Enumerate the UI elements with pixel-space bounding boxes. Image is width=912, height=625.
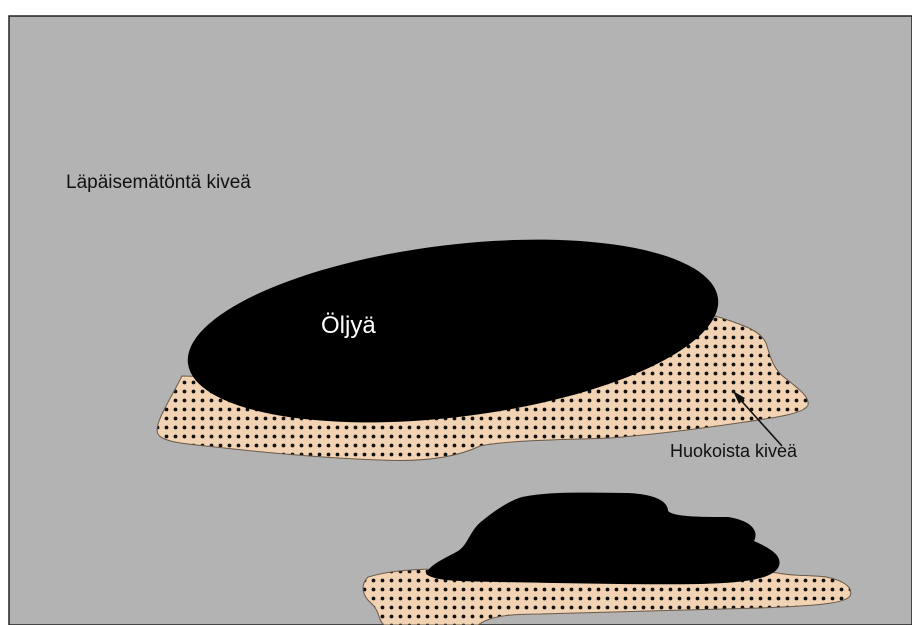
impermeable-rock-label: Läpäisemätöntä kiveä [66, 172, 251, 194]
oil-label: Öljyä [321, 312, 376, 340]
porous-rock-label: Huokoista kiveä [670, 441, 797, 462]
